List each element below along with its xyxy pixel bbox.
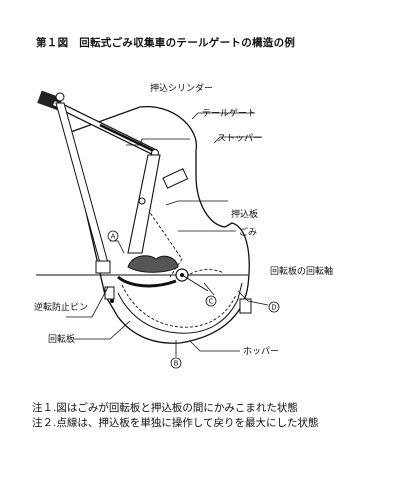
marker-a: A	[107, 230, 119, 242]
push-plate	[127, 154, 161, 254]
stopper-block	[162, 168, 189, 189]
leader-lines	[66, 112, 269, 357]
garbage	[127, 255, 179, 273]
label-cylinder: 押込シリンダー	[150, 82, 213, 94]
dashed-hopper-path	[121, 284, 237, 328]
diagram-svg: 押込シリンダー テールゲート ストッパー 押込板 ごみ 回転板の回転軸 逆転防止…	[34, 82, 333, 369]
label-stopper: ストッパー	[217, 133, 262, 144]
label-tailgate: テールゲート	[202, 107, 256, 119]
note-1: 注１. 図はごみが回転板と押込板の間にかみこまれた状態	[32, 401, 382, 416]
note-2-label: 注２.	[32, 417, 57, 429]
hopper-inner	[117, 282, 243, 334]
tailgate-body	[67, 106, 250, 344]
label-hopper: ホッパー	[243, 346, 279, 357]
dashed-rotor-arc	[185, 269, 225, 278]
support-arm	[55, 102, 111, 274]
marker-b: B	[170, 357, 182, 369]
notes: 注１. 図はごみが回転板と押込板の間にかみこまれた状態 注２. 点線は、押込板を…	[32, 401, 382, 431]
svg-text:B: B	[174, 360, 179, 368]
note-2-text: 点線は、押込板を単独に操作して戻りを最大にした状態	[56, 417, 319, 429]
tailgate-diagram: 押込シリンダー テールゲート ストッパー 押込板 ごみ 回転板の回転軸 逆転防止…	[0, 55, 400, 400]
label-pusher: 押込板	[231, 208, 258, 220]
label-pin: 逆転防止ピン	[34, 301, 88, 313]
svg-text:D: D	[271, 304, 276, 312]
note-1-text: 図はごみが回転板と押込板の間にかみこまれた状態	[56, 402, 298, 414]
svg-text:C: C	[209, 298, 214, 306]
label-rotor: 回転板	[48, 333, 75, 345]
figure-title: 第１図 回転式ごみ収集車のテールゲートの構造の例	[36, 37, 296, 49]
note-2: 注２. 点線は、押込板を単独に操作して戻りを最大にした状態	[32, 416, 382, 431]
marker-d: D	[268, 301, 280, 313]
push-cylinder	[37, 90, 159, 157]
rotor-plate	[117, 275, 177, 288]
svg-text:A: A	[111, 233, 116, 241]
label-axis: 回転板の回転軸	[270, 265, 333, 277]
rotor-axis	[175, 268, 209, 292]
note-1-label: 注１.	[32, 402, 57, 414]
marker-c: C	[205, 295, 217, 307]
label-garbage: ごみ	[239, 226, 257, 238]
